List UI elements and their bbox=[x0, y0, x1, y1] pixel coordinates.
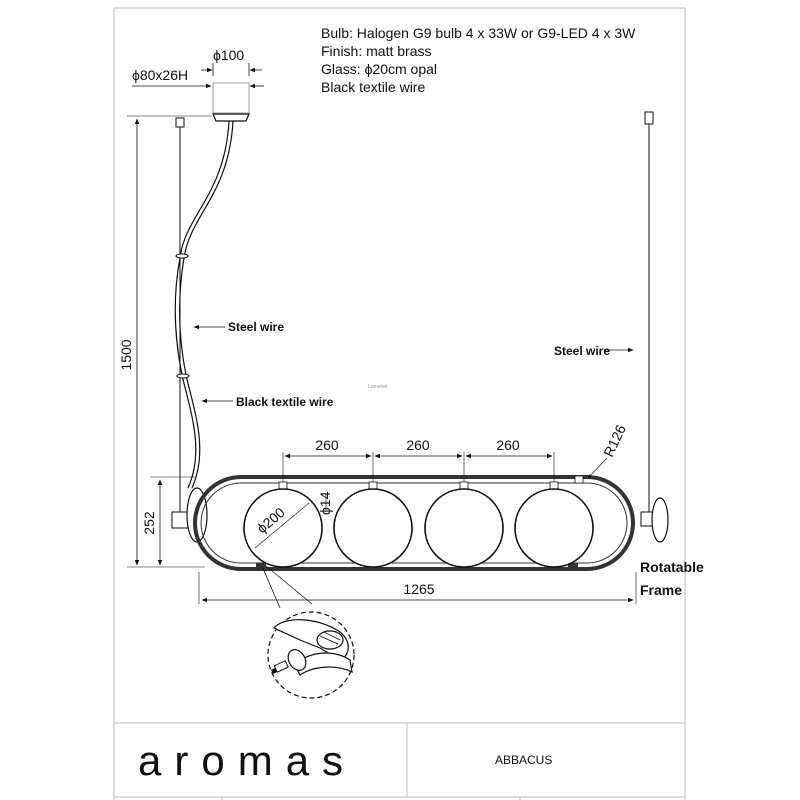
globe-3 bbox=[424, 481, 504, 568]
frame-height-label: 252 bbox=[141, 511, 157, 535]
total-length-label: 1265 bbox=[403, 581, 434, 597]
stem-diameter-label: ϕ14 bbox=[317, 491, 333, 515]
spacing-label-2: 260 bbox=[406, 437, 430, 453]
spacing-label-1: 260 bbox=[315, 437, 339, 453]
spec-bulb: Bulb: Halogen G9 bulb 4 x 33W or G9-LED … bbox=[321, 25, 636, 41]
canopy bbox=[132, 63, 264, 122]
steel-wire-right-label: Steel wire bbox=[554, 344, 610, 358]
spacing-label-3: 260 bbox=[496, 437, 520, 453]
globe-4 bbox=[514, 481, 594, 568]
rotatable-frame-label-line1: Rotatable bbox=[640, 559, 704, 575]
canopy-diameter-label: ϕ100 bbox=[213, 47, 244, 63]
canopy-size-label: ϕ80x26H bbox=[132, 67, 188, 83]
spec-wire: Black textile wire bbox=[321, 79, 426, 95]
lamp-frame bbox=[193, 475, 635, 571]
right-suspension bbox=[640, 111, 669, 543]
detail-magnifier bbox=[261, 565, 355, 699]
textile-wire-label: Black textile wire bbox=[236, 395, 334, 409]
radius-label: R126 bbox=[600, 422, 629, 459]
globe-2 bbox=[333, 481, 413, 568]
watermark: Lumenet bbox=[368, 384, 388, 390]
model-name: ABBACUS bbox=[495, 753, 552, 767]
rotatable-frame-label-line2: Frame bbox=[640, 582, 682, 598]
total-length-dimension bbox=[198, 572, 637, 604]
sheet-border bbox=[113, 7, 686, 800]
brand-logo: aromas bbox=[138, 737, 356, 784]
globe-diameter-leader bbox=[254, 502, 310, 549]
spec-glass: Glass: ϕ20cm opal bbox=[321, 61, 437, 77]
spacing-dimension-lines bbox=[282, 452, 555, 482]
height-dimension-line bbox=[127, 115, 212, 568]
title-block bbox=[114, 722, 685, 800]
spec-finish: Finish: matt brass bbox=[321, 43, 432, 59]
frame-height-dimension bbox=[150, 476, 195, 566]
steel-wire-left-label: Steel wire bbox=[228, 320, 284, 334]
radius-leader bbox=[587, 457, 608, 479]
height-label: 1500 bbox=[118, 339, 134, 370]
